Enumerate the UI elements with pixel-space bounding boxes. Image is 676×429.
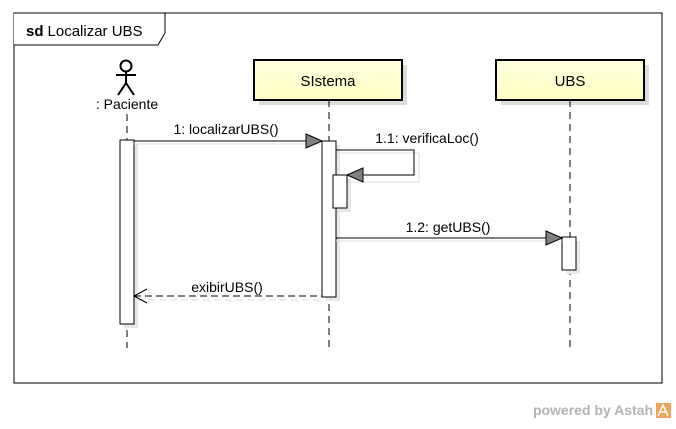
message-label: 1: localizarUBS() xyxy=(173,121,278,137)
activation-sistema-self xyxy=(332,174,348,209)
message-localizarubs[interactable]: 1: localizarUBS() xyxy=(134,121,324,149)
astah-logo-icon xyxy=(656,403,671,418)
lifeline-sistema-label: SIstema xyxy=(300,73,356,90)
message-label: 1.1: verificaLoc() xyxy=(375,130,478,146)
filled-arrowhead-icon xyxy=(305,133,324,149)
message-label: 1.2: getUBS() xyxy=(406,219,491,235)
actor-stick-figure-icon xyxy=(116,59,136,96)
actor-paciente-label: : Paciente xyxy=(96,96,158,112)
activation-bars xyxy=(119,139,580,328)
activation-paciente xyxy=(119,139,135,325)
open-arrowhead-icon xyxy=(132,288,148,304)
frame-name: Localizar UBS xyxy=(48,23,143,40)
lifeline-head-sistema[interactable]: SIstema xyxy=(253,59,407,105)
lifeline-head-ubs[interactable]: UBS xyxy=(495,59,649,105)
lifeline-head-box xyxy=(495,59,645,101)
powered-by-watermark: powered by Astah xyxy=(533,402,671,418)
message-exibirubs-reply[interactable]: exibirUBS() xyxy=(132,279,322,304)
actor-paciente[interactable]: : Paciente xyxy=(96,59,158,113)
message-getubs[interactable]: 1.2: getUBS() xyxy=(336,219,564,246)
filled-arrowhead-icon xyxy=(545,230,564,246)
filled-arrowhead-icon xyxy=(345,167,364,183)
activation-ubs xyxy=(561,236,577,271)
lifeline-head-box xyxy=(253,59,403,101)
watermark-text: powered by Astah xyxy=(533,402,653,418)
message-verificaloc[interactable]: 1.1: verificaLoc() xyxy=(336,130,479,183)
sd-frame-tab xyxy=(14,12,166,46)
message-label: exibirUBS() xyxy=(191,279,263,295)
lifeline-ubs-label: UBS xyxy=(555,73,586,90)
frame-keyword: sd xyxy=(26,23,44,40)
activation-sistema xyxy=(321,140,337,298)
